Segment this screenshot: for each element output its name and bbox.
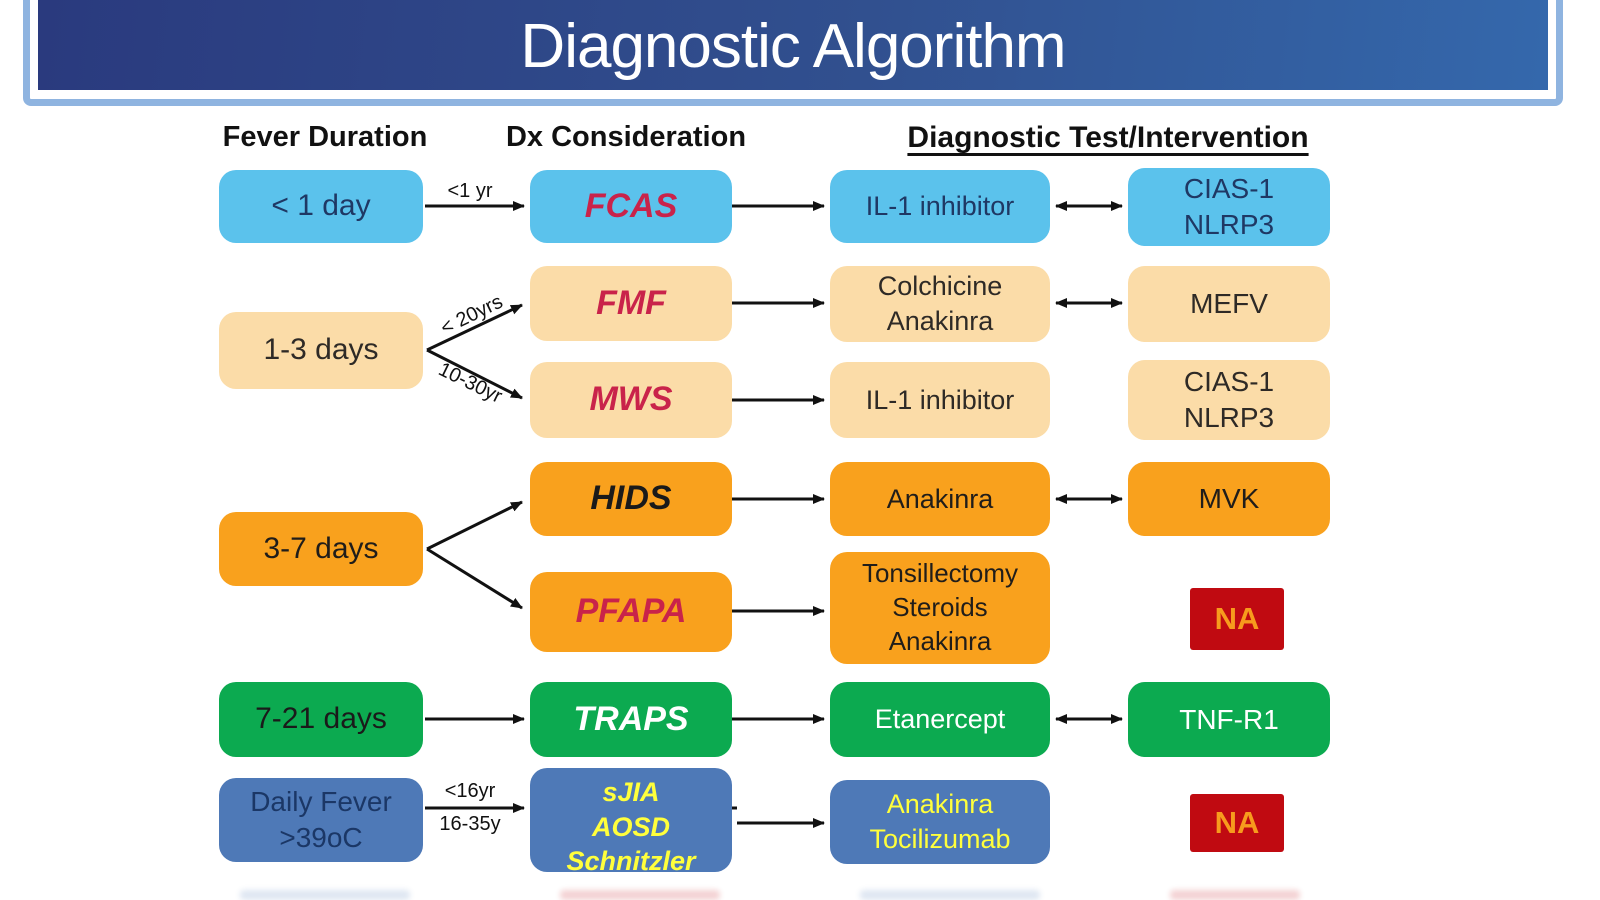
daily-fever-line2: >39oC (279, 822, 363, 853)
node-fever-7-21-days: 7-21 days (219, 682, 423, 757)
node-test-tonsillectomy: Tonsillectomy Steroids Anakinra (830, 552, 1050, 664)
header-diagnostic-test: Diagnostic Test/Intervention (907, 121, 1309, 154)
colchicine-line: Colchicine (877, 271, 1003, 302)
cias1-line-a: CIAS-1 (1183, 173, 1275, 205)
node-gene-tnf-r1: TNF-R1 (1128, 682, 1330, 757)
age-label-sjia-upper: <16yr (444, 780, 496, 802)
schnitzler-label: Schnitzler (566, 846, 696, 877)
node-dx-fcas: FCAS (530, 170, 732, 243)
age-label-fcas: <1 yr (447, 180, 493, 202)
node-na-pfapa: NA (1190, 588, 1284, 650)
node-gene-mvk: MVK (1128, 462, 1330, 536)
tonsillectomy-line: Tonsillectomy (861, 558, 1019, 589)
node-daily-fever: Daily Fever >39oC (219, 778, 423, 862)
arrow-37days-hids (426, 500, 523, 551)
node-dx-pfapa: PFAPA (530, 572, 732, 652)
arrow-13days-fmf (426, 303, 523, 352)
node-test-etanercept: Etanercept (830, 682, 1050, 757)
node-gene-cias1-fcas: CIAS-1 NLRP3 (1128, 168, 1330, 246)
node-fever-lt-1-day: < 1 day (219, 170, 423, 243)
daily-fever-line1: Daily Fever (250, 786, 392, 818)
age-label-sjia-lower: 16-35y (439, 813, 501, 835)
node-dx-hids: HIDS (530, 462, 732, 536)
node-test-il1-inhibitor-fcas: IL-1 inhibitor (830, 170, 1050, 243)
nlrp3-line-b: NLRP3 (1183, 402, 1275, 433)
anakinra-toc-line1: Anakinra (886, 789, 994, 820)
node-na-sjia: NA (1190, 794, 1284, 852)
node-test-anakinra: Anakinra (830, 462, 1050, 536)
node-dx-fmf: FMF (530, 266, 732, 341)
steroids-line: Steroids (892, 592, 988, 623)
node-dx-mws: MWS (530, 362, 732, 438)
arrow-37days-pfapa (426, 547, 523, 610)
fmf-label: FMF (596, 283, 666, 322)
header-fever-duration: Fever Duration (222, 121, 428, 153)
cutoff-remnant-3 (860, 890, 1040, 900)
anakinra-line2: Anakinra (888, 625, 992, 656)
cutoff-remnant-2 (560, 890, 720, 900)
mws-label: MWS (589, 380, 673, 419)
node-gene-cias1-mws: CIAS-1 NLRP3 (1128, 360, 1330, 440)
anakinra-toc-line2: Tocilizumab (869, 824, 1011, 854)
arrow-13days-mws (426, 348, 523, 400)
fcas-label: FCAS (584, 186, 678, 225)
anakinra-line: Anakinra (886, 306, 994, 336)
cias1-line-b: CIAS-1 (1183, 366, 1275, 398)
node-gene-mefv: MEFV (1128, 266, 1330, 342)
node-test-colchicine-anakinra: Colchicine Anakinra (830, 266, 1050, 342)
node-dx-sjia-group: sJIA AOSD Schnitzler (530, 768, 732, 876)
aosd-label: AOSD (591, 811, 670, 842)
node-fever-3-7-days: 3-7 days (219, 512, 423, 586)
sjia-label: sJIA (602, 777, 660, 807)
header-dx-consideration: Dx Consideration (505, 121, 747, 153)
page-title: Diagnostic Algorithm (520, 12, 1066, 81)
pfapa-label: PFAPA (575, 592, 687, 631)
hids-label: HIDS (590, 479, 672, 518)
node-test-il1-inhibitor-mws: IL-1 inhibitor (830, 362, 1050, 438)
cutoff-remnant-4 (1170, 890, 1300, 900)
node-test-anakinra-tocilizumab: Anakinra Tocilizumab (830, 780, 1050, 864)
node-dx-traps: TRAPS (530, 682, 732, 757)
title-banner-gradient: Diagnostic Algorithm (38, 0, 1548, 90)
node-fever-1-3-days: 1-3 days (219, 312, 423, 389)
traps-label: TRAPS (573, 699, 689, 738)
cutoff-remnant-1 (240, 890, 410, 900)
nlrp3-line-a: NLRP3 (1183, 209, 1275, 240)
title-banner: Diagnostic Algorithm (23, 0, 1563, 106)
